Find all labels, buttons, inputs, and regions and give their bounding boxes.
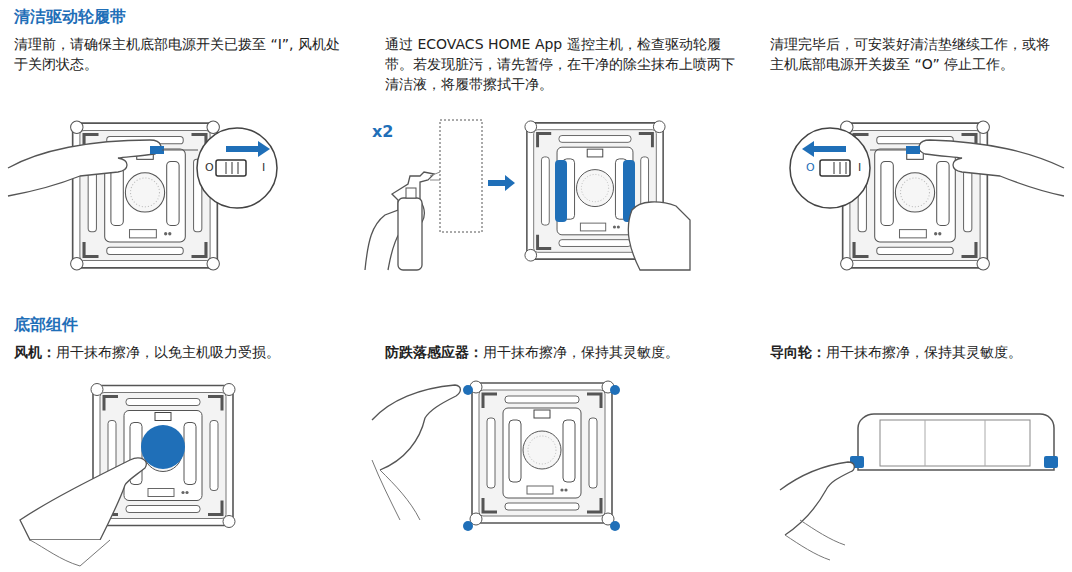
part-note: 导向轮：用干抹布擦净，保持其灵敏度。 <box>770 342 1062 362</box>
section-heading: 清洁驱动轮履带 <box>14 6 314 28</box>
switch-mark: O <box>806 162 818 174</box>
spray-count: x2 <box>372 122 402 142</box>
section-heading: 底部组件 <box>14 314 314 336</box>
part-name: 风机： <box>14 344 56 360</box>
part-note: 风机：用干抹布擦净，以免主机吸力受损。 <box>14 342 354 362</box>
part-instruction: 用干抹布擦净，保持其灵敏度。 <box>483 344 679 360</box>
switch-mark: I <box>858 162 868 174</box>
step-text: 清理前，请确保主机底部电源开关已拨至 “I”, 风机处于关闭状态。 <box>14 34 344 74</box>
switch-mark: O <box>205 162 217 174</box>
part-instruction: 用干抹布擦净，保持其灵敏度。 <box>826 344 1022 360</box>
step-text: 清理完毕后，可安装好清洁垫继续工作，或将主机底部电源开关拨至 “O” 停止工作。 <box>770 34 1062 74</box>
part-name: 防跌落感应器： <box>385 344 483 360</box>
part-name: 导向轮： <box>770 344 826 360</box>
part-instruction: 用干抹布擦净，以免主机吸力受损。 <box>56 344 280 360</box>
step-text: 通过 ECOVACS HOME App 遥控主机，检查驱动轮履带。若发现脏污，请… <box>385 34 735 94</box>
part-note: 防跌落感应器：用干抹布擦净，保持其灵敏度。 <box>385 342 735 362</box>
switch-mark: I <box>262 162 272 174</box>
